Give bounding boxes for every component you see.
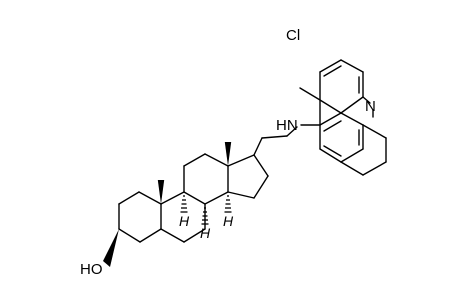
c10-methyl-wedge (157, 180, 165, 204)
ethyl-linker (253, 126, 298, 156)
ring-a (118, 191, 162, 243)
chlorobenzo-ring (299, 59, 364, 126)
ring-nitrogen-label: N (365, 98, 376, 115)
acridine-moiety (299, 59, 387, 176)
c9-hashed-bond (180, 195, 188, 213)
chlorine-label: Cl (286, 27, 300, 44)
ring-d (227, 154, 269, 199)
c14-hashed-bond (224, 195, 232, 213)
h-c14-label: H (223, 213, 234, 229)
cyclohexane-ring (340, 124, 387, 176)
h-c8-label: H (200, 225, 211, 241)
hydroxyl-label: HO (80, 261, 103, 278)
h-c9-label: H (179, 213, 190, 229)
c3-hydroxyl-wedge (103, 229, 119, 267)
steroid-skeleton (103, 126, 298, 267)
amine-label: HN (276, 117, 298, 134)
ring-c (183, 153, 229, 205)
c8-hashed-bond (201, 207, 209, 225)
pyridine-ring (319, 112, 364, 163)
c13-methyl-wedge (224, 142, 232, 166)
